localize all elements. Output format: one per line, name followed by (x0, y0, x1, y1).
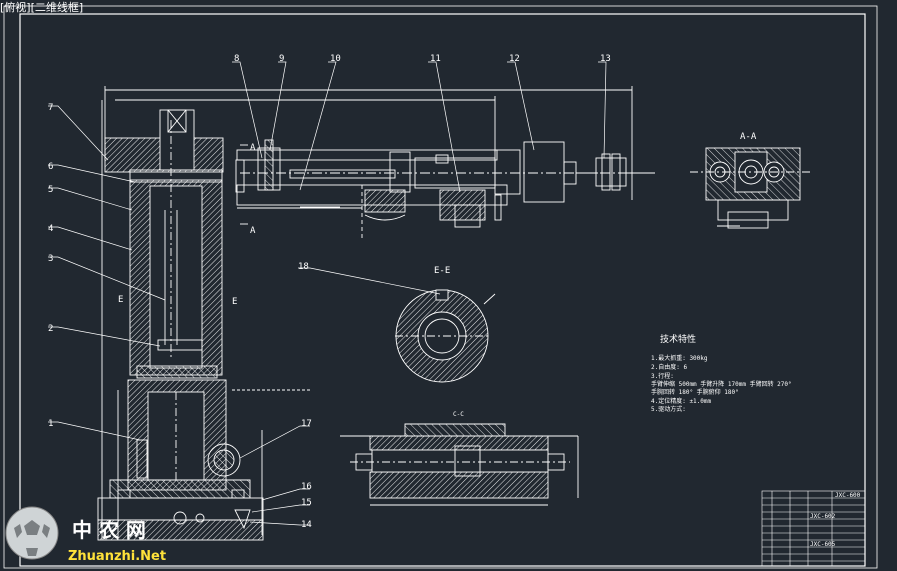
section-cc-view (340, 423, 579, 506)
tech-req-line: 1.最大抓重: 300kg (651, 354, 708, 362)
part-label-15: 15 (301, 498, 312, 508)
section-cc-title: C-C (453, 411, 464, 418)
watermark-logo (5, 506, 59, 560)
part-label-17: 17 (301, 419, 312, 429)
title-block-code: JXC-600 (835, 492, 861, 499)
tech-req-line: 手腕回转 180° 手腕俯仰 180° (651, 388, 739, 396)
tech-req-line: 手臂伸缩 500mm 手臂升降 170mm 手臂回转 270° (651, 380, 792, 388)
section-aa-title: A-A (740, 132, 757, 142)
section-ee-title: E-E (434, 266, 450, 276)
title-block (761, 490, 866, 567)
tech-req-line: 5.驱动方式: (651, 405, 686, 413)
tech-req-title: 技术特性 (660, 333, 696, 345)
tech-req-line: 2.自由度: 6 (651, 363, 687, 371)
part-label-18: 18 (298, 262, 309, 272)
part-label-13: 13 (600, 54, 611, 64)
technical-requirements: 技术特性 1.最大抓重: 300kg 2.自由度: 6 3.行程: 手臂伸缩 5… (651, 333, 792, 413)
part-label-4: 4 (48, 224, 53, 234)
title-block-code: JXC-602 (810, 513, 836, 520)
title-block-code: JXC-605 (810, 541, 836, 548)
watermark-url[interactable]: Zhuanzhi.Net (68, 549, 166, 564)
part-label-16: 16 (301, 482, 312, 492)
tech-req-line: 3.行程: (651, 372, 674, 380)
section-e-right-label: E (232, 297, 237, 307)
part-label-14: 14 (301, 520, 312, 530)
part-label-7: 7 (48, 103, 53, 113)
watermark-cn-text: 中 农 网 (72, 518, 146, 542)
tech-req-line: 4.定位精度: ±1.0mm (651, 397, 712, 405)
section-ee-view (395, 289, 496, 383)
part-label-6: 6 (48, 162, 53, 172)
viewport-caption[interactable]: [俯视][二维线框] (0, 0, 83, 14)
leader-lines (48, 61, 607, 526)
horizontal-arm-assembly (235, 139, 655, 240)
section-a-label: A (250, 143, 256, 153)
section-a-marker (240, 144, 248, 225)
part-label-1: 1 (48, 419, 53, 429)
section-aa-view (690, 147, 810, 229)
part-label-11: 11 (430, 54, 441, 64)
part-label-9: 9 (279, 54, 284, 64)
part-label-10: 10 (330, 54, 341, 64)
part-label-5: 5 (48, 185, 53, 195)
part-label-12: 12 (509, 54, 520, 64)
drawing-border (3, 5, 878, 569)
part-label-2: 2 (48, 324, 53, 334)
section-e-left-label: E (118, 295, 123, 305)
part-label-3: 3 (48, 254, 53, 264)
section-a-label-lower: A (250, 226, 256, 236)
main-column-assembly (97, 86, 633, 541)
part-number-labels: 7 6 5 4 3 2 1 8 9 10 11 12 13 18 17 16 1… (48, 54, 611, 530)
part-label-8: 8 (234, 54, 239, 64)
